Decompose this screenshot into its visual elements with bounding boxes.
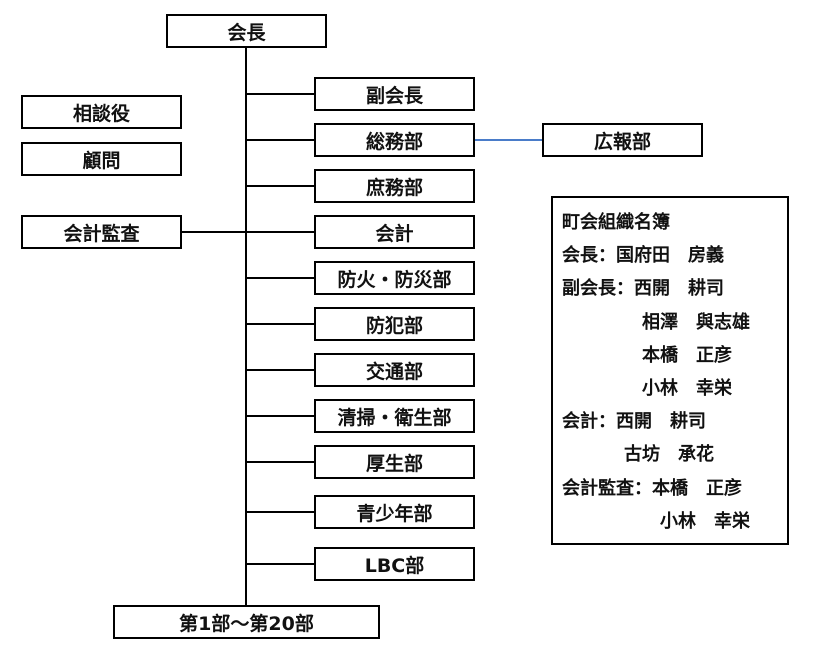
box-advisor: 相談役 [21,95,182,129]
roster-panel: 町会組織名簿 会長：国府田 房義 副会長：西開 耕司 相澤 與志雄 本橋 正彦 … [551,196,789,545]
box-sanitation: 清掃・衛生部 [314,399,475,433]
box-traffic: 交通部 [314,353,475,387]
roster-president: 会長：国府田 房義 [562,245,724,267]
box-general-affairs: 総務部 [314,123,475,157]
roster-accounting-2: 古坊 承花 [624,444,714,466]
box-public-relations: 広報部 [542,123,703,157]
roster-vice-president-2: 相澤 與志雄 [642,311,750,333]
box-lbc: LBC部 [314,547,475,581]
box-auditor: 会計監査 [21,215,182,249]
box-youth: 青少年部 [314,495,475,529]
box-accounting: 会計 [314,215,475,249]
roster-vice-president: 副会長：西開 耕司 [562,278,724,300]
roster-auditor-2: 小林 幸栄 [660,510,750,532]
roster-title: 町会組織名簿 [562,212,670,233]
roster-vice-president-4: 小林 幸栄 [642,377,732,399]
box-crime-prevention: 防犯部 [314,307,475,341]
box-counselor: 顧問 [21,142,182,176]
roster-accounting: 会計：西開 耕司 [562,411,706,433]
roster-vice-president-3: 本橋 正彦 [642,344,732,366]
box-welfare: 厚生部 [314,445,475,479]
box-president: 会長 [166,14,327,48]
box-clerical: 庶務部 [314,169,475,203]
box-vice-president: 副会長 [314,77,475,111]
roster-auditor: 会計監査：本橋 正彦 [562,477,742,499]
box-sections: 第1部～第20部 [113,605,380,639]
box-fire-disaster: 防火・防災部 [314,261,475,295]
